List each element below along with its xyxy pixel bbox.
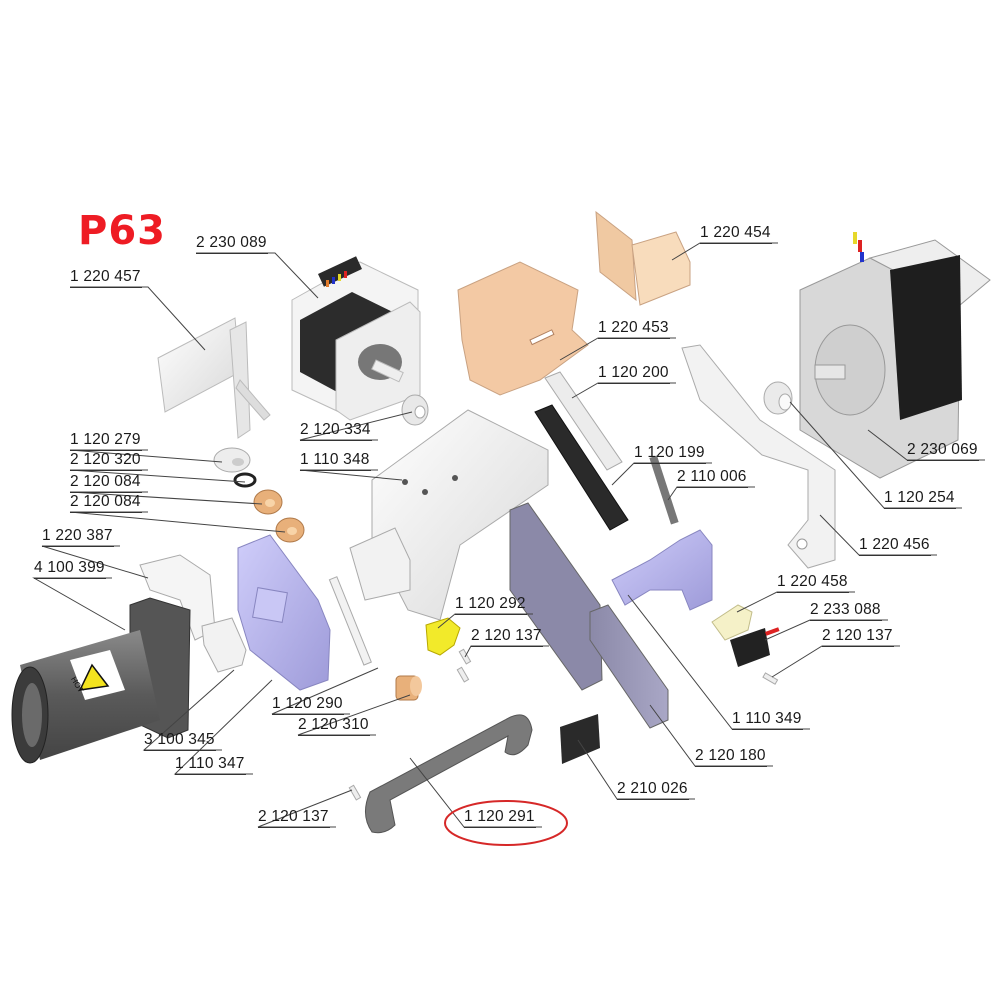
part-3-100-345-connector (201, 617, 247, 673)
part-2-120-180-linear-rail (509, 502, 669, 729)
part-1-220-456-bracket (681, 344, 836, 569)
part-label: 2 120 084 (70, 493, 142, 513)
part-2-120-320-oring (233, 472, 257, 488)
part-1-220-457-bracket (157, 317, 271, 439)
part-1-110-348-block (349, 409, 549, 621)
part-label: 2 210 026 (617, 780, 689, 800)
page-title: P63 (78, 208, 166, 254)
part-label: 1 220 387 (42, 527, 114, 547)
part-2-120-137-pin-d (348, 784, 362, 801)
part-label: 2 120 180 (695, 747, 767, 767)
part-label: 2 120 310 (298, 716, 370, 736)
part-2-230-089-stepper-motor (291, 256, 421, 421)
part-2-120-084-pulley-b (275, 517, 305, 543)
part-label: 2 110 006 (677, 468, 748, 488)
part-1-110-349-bracket (611, 529, 713, 611)
part-label: 2 120 334 (300, 421, 372, 441)
part-label: 1 120 279 (70, 431, 142, 451)
part-4-100-399-heater (11, 597, 191, 764)
part-label-highlighted: 1 120 291 (464, 808, 536, 828)
part-label: 1 110 348 (300, 451, 371, 471)
part-label: 1 120 200 (598, 364, 670, 384)
part-2-120-137-pin-c (762, 672, 779, 685)
part-1-220-454-angle-plate (595, 210, 691, 306)
part-1-120-290-rod (328, 576, 372, 666)
part-2-110-006-pin (649, 455, 679, 525)
part-2-233-088-switch (730, 627, 780, 667)
part-label: 1 120 290 (272, 695, 344, 715)
part-label: 2 120 320 (70, 451, 142, 471)
part-2-120-084-pulley-a (253, 489, 283, 515)
part-label: 2 120 137 (471, 627, 543, 647)
part-1-120-200-bar (544, 371, 623, 471)
part-2-230-069-stepper-motor (799, 232, 991, 479)
part-2-120-334-gear (401, 394, 429, 426)
highlight-ring (444, 800, 568, 846)
part-1-120-292-yellow-block (425, 617, 461, 656)
part-label: 2 230 089 (196, 234, 268, 254)
part-label: 1 220 458 (777, 573, 849, 593)
part-label: 1 110 349 (732, 710, 803, 730)
part-2-120-310-bushing (395, 675, 422, 701)
part-label: 1 120 199 (634, 444, 706, 464)
part-1-120-199-rail (534, 404, 629, 531)
part-1-220-458-insulator (711, 604, 753, 641)
part-label: 3 100 345 (144, 731, 216, 751)
part-label: 1 220 453 (598, 319, 670, 339)
part-label: 2 120 137 (258, 808, 330, 828)
part-label: 2 233 088 (810, 601, 882, 621)
part-label: 1 120 292 (455, 595, 527, 615)
part-2-210-026-pad (560, 714, 600, 764)
part-1-120-254-gear (763, 381, 793, 415)
part-label: 1 220 457 (70, 268, 142, 288)
part-1-120-279-bearing (213, 447, 251, 473)
part-label: 1 220 456 (859, 536, 931, 556)
part-label: 4 100 399 (34, 559, 106, 579)
part-label: 2 120 137 (822, 627, 894, 647)
part-label: 1 220 454 (700, 224, 772, 244)
part-1-110-347-block (237, 534, 331, 691)
part-label: 2 230 069 (907, 441, 979, 461)
part-label: 1 120 254 (884, 489, 956, 509)
part-1-220-453-plate (457, 261, 589, 396)
part-2-120-137-pin-b (456, 666, 470, 683)
part-label: 2 120 084 (70, 473, 142, 493)
part-label: 1 110 347 (175, 755, 246, 775)
part-1-120-291-handle (365, 714, 533, 834)
